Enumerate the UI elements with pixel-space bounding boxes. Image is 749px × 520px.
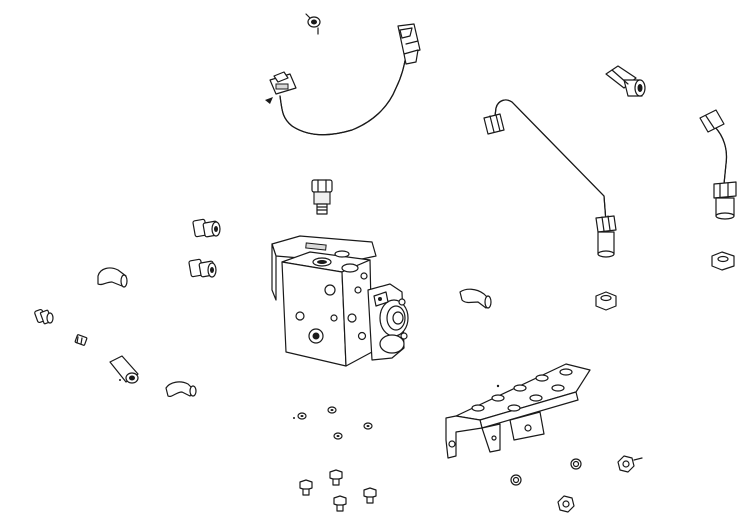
hex-nut-2	[711, 251, 735, 271]
harness-connector-socket	[397, 23, 421, 65]
fitting-coupler	[109, 355, 139, 384]
fitting-small-left	[34, 308, 54, 325]
straight-fittings	[34, 218, 221, 384]
wiring-harness	[265, 13, 421, 136]
steel-tube-bent	[699, 109, 737, 220]
elbow-fitting-1	[97, 267, 128, 288]
fitting-angled-2	[188, 258, 217, 278]
hex-nuts	[557, 251, 735, 513]
bolt-4	[363, 487, 377, 504]
bolt-3	[333, 495, 347, 512]
solenoid-cartridge	[367, 283, 409, 361]
bolt-2	[329, 469, 343, 486]
hex-nut-4	[617, 455, 643, 473]
mounting-bracket	[445, 363, 591, 459]
steel-tube-long	[483, 99, 617, 258]
elbow-fitting-2	[165, 381, 197, 397]
harness-connector-plug	[265, 71, 297, 104]
cable-tie	[305, 13, 321, 35]
valve-fitting-top	[311, 179, 333, 215]
elbow-fittings	[97, 267, 492, 397]
elbow-fitting-3	[459, 288, 492, 309]
check-valve-fitting	[605, 65, 646, 97]
washers	[293, 406, 582, 486]
hex-nut-3	[557, 495, 575, 513]
mounting-bolts	[299, 469, 377, 512]
hex-nut-1	[595, 291, 617, 311]
fitting-angled-1	[192, 218, 221, 238]
bolt-1	[299, 479, 313, 496]
hydraulic-valve-block	[271, 235, 409, 367]
fitting-nipple	[74, 334, 88, 346]
